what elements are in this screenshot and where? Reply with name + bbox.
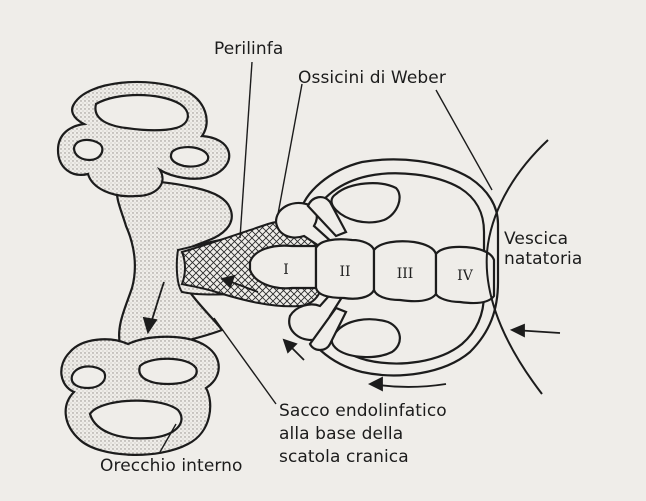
leader-vescica	[435, 89, 493, 191]
lower-canal-inner	[88, 399, 183, 440]
vertebra-numerals: I II III IV	[283, 262, 473, 284]
label-sacco-line1: Sacco endolinfatico	[279, 401, 447, 421]
upper-canal-inner	[94, 93, 189, 132]
label-orecchio-interno: Orecchio interno	[100, 456, 243, 476]
inner-ear-body	[115, 180, 233, 349]
vertebra-4	[434, 245, 496, 305]
vertebra-numeral-2: II	[339, 264, 350, 280]
lower-loop-right	[138, 357, 198, 386]
leader-orecchio	[159, 423, 177, 453]
label-ossicini-di-weber: Ossicini di Weber	[298, 68, 446, 88]
label-sacco-line2: alla base della	[279, 424, 404, 444]
lower-loop-left	[70, 365, 107, 390]
ossicle-flow-arrow-head	[282, 338, 298, 354]
upper-lobe	[330, 182, 401, 224]
upper-loop-right	[169, 146, 210, 168]
inner-ear	[56, 80, 233, 456]
perilymph-flow-arrow-head	[220, 274, 236, 289]
label-vescica: Vescica	[504, 229, 569, 249]
lower-flow-arrow	[371, 383, 447, 388]
label-natatoria: natatoria	[504, 249, 583, 269]
rib-connector-lower	[308, 306, 348, 352]
rib-connector-upper	[306, 196, 348, 238]
inner-ear-flow-arrow-head	[142, 316, 158, 335]
vertebra-numeral-1: I	[283, 262, 289, 278]
upper-loop-left	[72, 138, 104, 162]
vertebra-numeral-3: III	[397, 266, 414, 282]
lower-flow-arrow-head	[367, 376, 383, 392]
vertebra-numeral-4: IV	[457, 268, 474, 284]
leader-ossicini	[277, 83, 303, 215]
leader-perilinfa	[239, 61, 253, 239]
vertebra-centra	[248, 238, 496, 305]
vertebral-column	[274, 158, 500, 377]
pressure-arrow-head	[509, 323, 525, 338]
label-sacco-line3: scatola cranica	[279, 447, 409, 467]
lower-lobe	[330, 318, 401, 359]
label-perilinfa: Perilinfa	[214, 39, 284, 59]
leader-sacco	[213, 317, 277, 405]
leader-lines	[159, 61, 493, 453]
swim-bladder-wall	[485, 139, 549, 395]
flow-arrows	[142, 274, 561, 392]
